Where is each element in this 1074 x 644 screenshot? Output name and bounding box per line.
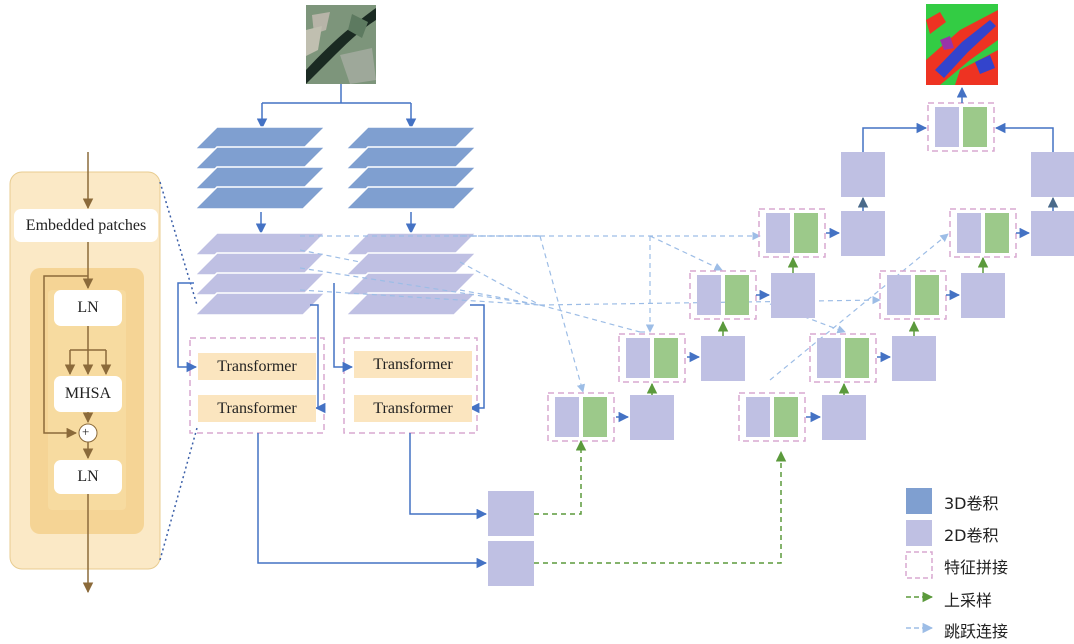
feature-concat-block bbox=[618, 333, 686, 383]
feature-concat-block bbox=[949, 208, 1017, 258]
legend-label-concat: 特征拼接 bbox=[944, 558, 1009, 577]
transformer-group-left bbox=[189, 337, 325, 434]
transformer-label: Transformer bbox=[217, 357, 297, 375]
legend-swatch-conv2d bbox=[906, 520, 932, 546]
feature-concat-block bbox=[927, 102, 995, 152]
conv2d-layer bbox=[193, 252, 327, 276]
conv2d-feature bbox=[555, 397, 579, 437]
transformer-box-right-2: Transformer bbox=[354, 395, 472, 422]
transformer-box-left-2: Transformer bbox=[198, 395, 316, 422]
add-symbol: + bbox=[82, 424, 90, 439]
conv2d-feature bbox=[626, 338, 650, 378]
legend-label-conv3d: 3D卷积 bbox=[944, 494, 999, 513]
legend-swatch-conv3d bbox=[906, 488, 932, 514]
transformer-label: Transformer bbox=[373, 399, 453, 417]
conv2d-block bbox=[961, 273, 1005, 318]
conv3d-layer bbox=[344, 186, 478, 210]
conv2d-layer bbox=[344, 292, 478, 316]
conv2d-feature bbox=[935, 107, 959, 147]
conv2d-feature bbox=[887, 275, 911, 315]
conv3d-layer bbox=[193, 146, 327, 170]
conv3d-layer bbox=[344, 126, 478, 150]
conv3d-layer bbox=[344, 166, 478, 190]
conv2d-layer bbox=[193, 272, 327, 296]
skip-connections bbox=[299, 231, 949, 393]
upsample-path-2 bbox=[534, 450, 787, 564]
conv2d-layer bbox=[344, 252, 478, 276]
feature-concat-block bbox=[547, 392, 615, 442]
transformer-box-right-1: Transformer bbox=[354, 351, 472, 378]
input-image bbox=[306, 5, 376, 84]
conv3d-stack-left bbox=[193, 126, 327, 210]
legend-label-conv2d: 2D卷积 bbox=[944, 526, 999, 545]
mhsa-box: MHSA bbox=[54, 376, 122, 412]
conv2d-stack-right bbox=[344, 232, 478, 316]
legend bbox=[905, 488, 934, 634]
zoom-line-bottom bbox=[159, 427, 198, 561]
transformer-label: Transformer bbox=[217, 399, 297, 417]
conv3d-layer bbox=[193, 186, 327, 210]
conv2d-feature bbox=[817, 338, 841, 378]
ln-top-box: LN bbox=[54, 290, 122, 326]
conv2d-stack-left bbox=[193, 232, 327, 316]
upsampled-feature bbox=[915, 275, 939, 315]
conv3d-stack-right bbox=[344, 126, 478, 210]
output-image bbox=[926, 4, 998, 85]
feature-concat-block bbox=[809, 333, 877, 383]
conv2d-layer bbox=[193, 292, 327, 316]
upsampled-feature bbox=[654, 338, 678, 378]
transformer-box-left-1: Transformer bbox=[198, 353, 316, 380]
feature-concat-block bbox=[738, 392, 806, 442]
transformer-label: Transformer bbox=[373, 355, 453, 373]
feature-concat-block bbox=[879, 270, 947, 320]
conv3d-layer bbox=[193, 126, 327, 150]
zoom-line-top bbox=[159, 181, 198, 306]
conv2d-layer bbox=[193, 232, 327, 256]
conv2d-block bbox=[1031, 211, 1074, 256]
conv2d-block bbox=[701, 336, 745, 381]
feature-concat-block bbox=[689, 270, 757, 320]
upsampled-feature bbox=[583, 397, 607, 437]
embedded-patches-box: Embedded patches bbox=[14, 209, 158, 242]
conv2d-layer bbox=[344, 272, 478, 296]
bottom-conv2d-block-1 bbox=[488, 491, 534, 536]
legend-label-upsample: 上采样 bbox=[944, 591, 993, 610]
ln-bottom-box: LN bbox=[54, 460, 122, 494]
bottom-conv2d-block-2 bbox=[488, 541, 534, 586]
conv3d-layer bbox=[344, 146, 478, 170]
ln-bottom-label: LN bbox=[77, 468, 99, 485]
upsampled-feature bbox=[774, 397, 798, 437]
upsampled-feature bbox=[985, 213, 1009, 253]
conv2d-block bbox=[1031, 152, 1074, 197]
conv2d-block bbox=[771, 273, 815, 318]
feature-concat-block bbox=[758, 208, 826, 258]
decoder-blocks bbox=[547, 86, 1074, 442]
upsampled-feature bbox=[794, 213, 818, 253]
legend-swatch-concat bbox=[905, 551, 933, 579]
conv3d-layer bbox=[193, 166, 327, 190]
conv2d-block bbox=[841, 152, 885, 197]
conv2d-feature bbox=[957, 213, 981, 253]
mhsa-label: MHSA bbox=[64, 385, 112, 402]
upsampled-feature bbox=[725, 275, 749, 315]
embedded-patches-label: Embedded patches bbox=[25, 216, 147, 234]
legend-label-skip: 跳跃连接 bbox=[944, 622, 1009, 641]
upsample-path-1 bbox=[534, 439, 587, 515]
conv2d-block bbox=[822, 395, 866, 440]
ln-top-label: LN bbox=[77, 299, 99, 316]
conv2d-block bbox=[630, 395, 674, 440]
upsampled-feature bbox=[845, 338, 869, 378]
conv2d-feature bbox=[766, 213, 790, 253]
conv2d-block bbox=[892, 336, 936, 381]
upsampled-feature bbox=[963, 107, 987, 147]
conv2d-block bbox=[841, 211, 885, 256]
conv2d-feature bbox=[746, 397, 770, 437]
conv2d-feature bbox=[697, 275, 721, 315]
